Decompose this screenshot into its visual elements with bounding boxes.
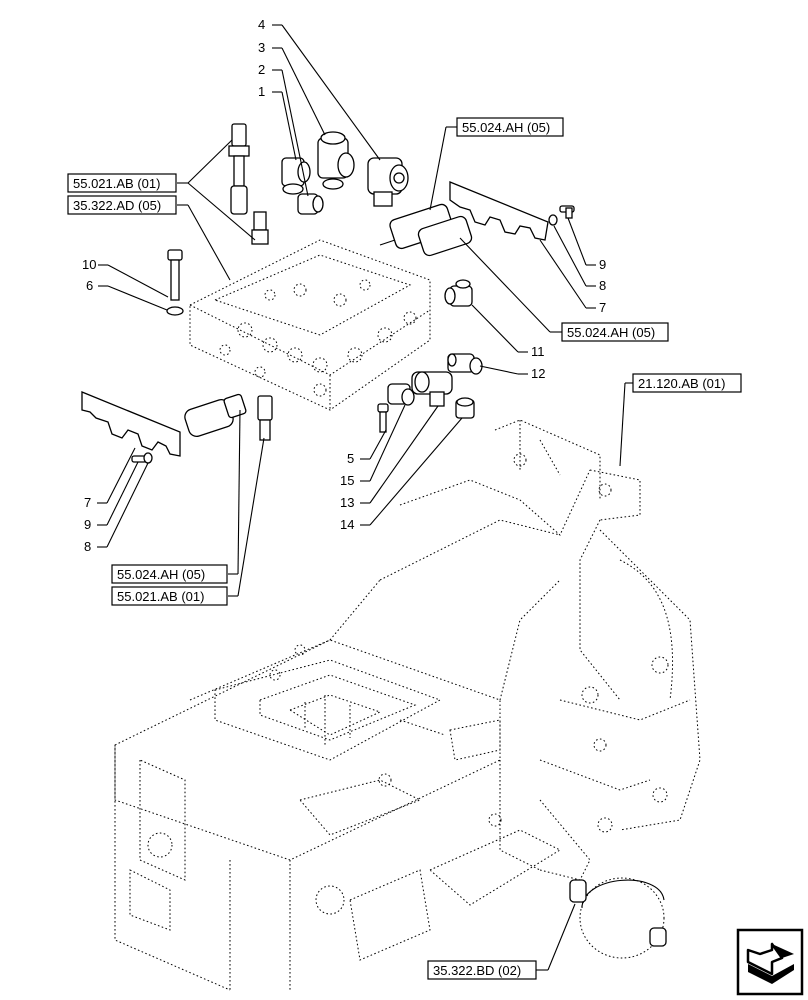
pressure-switch-top	[228, 123, 250, 215]
sensor-lower	[257, 395, 273, 441]
callout-13: 13	[340, 495, 354, 510]
screw-5	[377, 403, 389, 433]
ref-55024-top[interactable]: 55.024.AH (05)	[456, 117, 564, 137]
fitting-4	[367, 157, 409, 207]
callout-9-top: 9	[599, 257, 606, 272]
ref-55021-top[interactable]: 55.021.AB (01)	[67, 173, 177, 193]
svg-text:35.322.AD (05): 35.322.AD (05)	[73, 198, 161, 213]
washer-8-lower	[143, 452, 153, 464]
callout-2: 2	[258, 62, 265, 77]
callout-5: 5	[347, 451, 354, 466]
callout-3: 3	[258, 40, 265, 55]
svg-text:21.120.AB (01): 21.120.AB (01)	[638, 376, 725, 391]
transmission-housing	[114, 419, 701, 991]
solenoid-upper	[379, 203, 473, 257]
bolt-10	[167, 249, 183, 301]
fitting-11	[444, 279, 473, 307]
svg-text:55.024.AH (05): 55.024.AH (05)	[462, 120, 550, 135]
callout-4: 4	[258, 17, 265, 32]
leader-lines	[97, 24, 633, 971]
callout-8-top: 8	[599, 278, 606, 293]
callout-10: 10	[82, 257, 96, 272]
ref-35322-ad[interactable]: 35.322.AD (05)	[67, 195, 177, 215]
washer-8-top	[548, 214, 558, 226]
fitting-1	[281, 157, 311, 195]
nut-14	[455, 397, 475, 419]
next-page-arrow-icon[interactable]	[736, 928, 804, 996]
fitting-15	[387, 383, 415, 406]
callout-14: 14	[340, 517, 354, 532]
accumulator	[569, 877, 667, 959]
callout-12: 12	[531, 366, 545, 381]
svg-text:55.021.AB (01): 55.021.AB (01)	[73, 176, 160, 191]
callout-7-top: 7	[599, 300, 606, 315]
bolt-9-top	[559, 205, 575, 219]
bracket-7-top	[449, 181, 549, 241]
ref-21120[interactable]: 21.120.AB (01)	[632, 373, 742, 393]
fitting-3	[317, 131, 355, 190]
ref-55021-low[interactable]: 55.021.AB (01)	[111, 586, 228, 606]
svg-text:55.024.AH (05): 55.024.AH (05)	[567, 325, 655, 340]
svg-text:55.021.AB (01): 55.021.AB (01)	[117, 589, 204, 604]
callout-1: 1	[258, 84, 265, 99]
svg-text:55.024.AH (05): 55.024.AH (05)	[117, 567, 205, 582]
fitting-2	[297, 193, 324, 215]
callout-15: 15	[340, 473, 354, 488]
callout-9-lower: 9	[84, 517, 91, 532]
ref-55024-mid[interactable]: 55.024.AH (05)	[561, 322, 669, 342]
callout-11: 11	[531, 344, 545, 359]
valve-block	[189, 239, 431, 411]
bracket-7-lower	[81, 391, 181, 457]
ref-55024-low[interactable]: 55.024.AH (05)	[111, 564, 228, 584]
o-ring-6	[166, 306, 184, 316]
callout-6: 6	[86, 278, 93, 293]
callout-8-lower: 8	[84, 539, 91, 554]
sensor-small-top	[251, 211, 269, 245]
fitting-12	[447, 353, 483, 375]
ref-35322-bd[interactable]: 35.322.BD (02)	[427, 960, 537, 980]
callout-numbers: 4 3 2 1 10 6 9 8 7 11 12 5 15 13 14 7 9 …	[82, 17, 606, 554]
callout-7-lower: 7	[84, 495, 91, 510]
solenoid-lower	[184, 393, 247, 437]
svg-text:35.322.BD (02): 35.322.BD (02)	[433, 963, 521, 978]
tee-fitting-13	[411, 371, 453, 407]
